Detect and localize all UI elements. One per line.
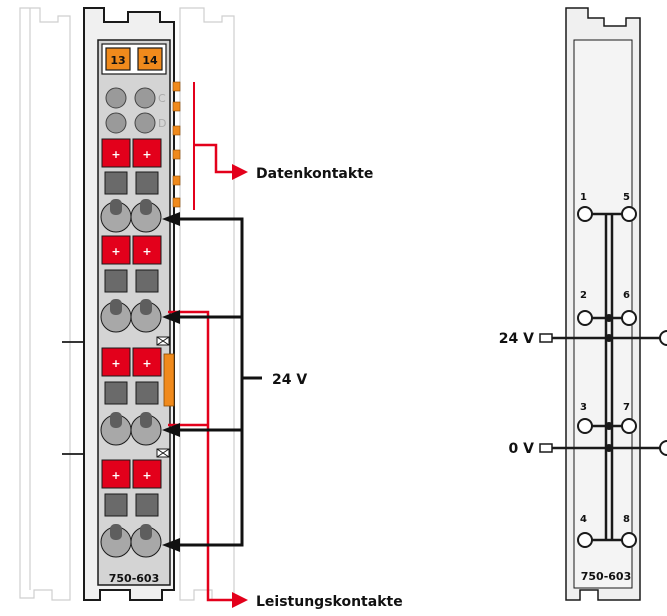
module-schematic: 24 V 0 V 1 5 2 6 3 7 4 8 750-603 [499,7,667,601]
led-letter-d: D [158,117,166,130]
plus-signs: + + + + + + + + [111,148,151,482]
data-contacts-arrowhead [232,164,248,180]
supply-bracket [178,217,262,547]
svg-text:+: + [111,469,120,482]
rail-0v-label: 0 V [509,441,535,457]
terminal-number-5: 5 [623,192,630,203]
slot-badge-14 [137,47,163,71]
rail-24v-terminal [539,333,553,343]
svg-text:+: + [142,245,151,258]
terminal-groups [100,138,162,558]
svg-text:+: + [111,357,120,370]
data-contact-pins [172,81,181,208]
supply-arrowheads [162,212,180,552]
slot-label-14: 14 [142,54,158,67]
terminal-number-3: 3 [580,402,587,413]
svg-text:+: + [142,148,151,161]
terminal-number-7: 7 [623,402,630,413]
data-contacts-label: Datenkontakte [256,166,373,182]
fuse-markers [156,336,170,458]
rail-24v-label: 24 V [499,331,534,347]
terminal-number-6: 6 [623,290,630,301]
status-leds [105,87,156,134]
slot-badge-13 [105,47,131,71]
terminal-number-1: 1 [580,192,587,203]
schematic-terminals [577,206,667,548]
slot-label-13: 13 [110,54,125,67]
module-illustration: 13 14 C D [19,7,235,601]
supply-voltage-label: 24 V [272,372,307,388]
power-contacts-arrowhead [232,592,248,608]
module-model-label: 750-603 [109,572,160,585]
red-callouts [168,143,232,602]
led-letter-c: C [158,92,166,105]
svg-text:+: + [142,357,151,370]
terminal-number-8: 8 [623,514,630,525]
terminal-number-4: 4 [580,514,587,525]
power-contact-pin [163,353,175,407]
svg-text:+: + [111,245,120,258]
power-contacts-label: Leistungskontakte [256,594,403,610]
svg-text:+: + [142,469,151,482]
rail-0v-terminal [539,443,553,453]
svg-text:+: + [111,148,120,161]
terminal-number-2: 2 [580,290,587,301]
schematic-model-label: 750-603 [581,570,632,583]
